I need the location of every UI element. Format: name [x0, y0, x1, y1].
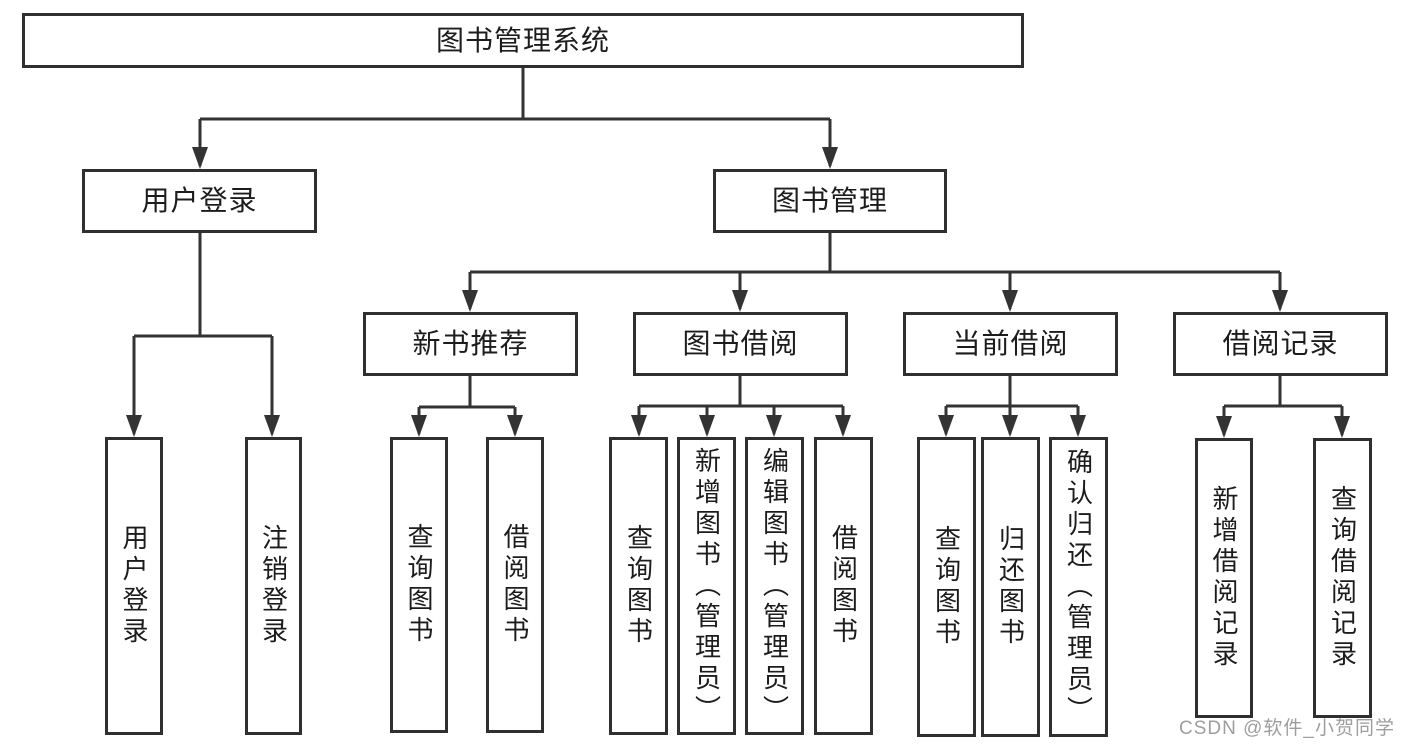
csdn-watermark: CSDN @软件_小贺同学 [1179, 718, 1395, 739]
node-current-borrow-label: 当前借阅 [952, 328, 1069, 359]
leaf-borrow-borrow-books: 借阅图书 [814, 437, 873, 735]
leaf-current-confirm-return-admin: 确认归还（管理员） [1049, 437, 1108, 737]
leaf-records-add-record: 新增借阅记录 [1195, 438, 1253, 718]
leaf-records-query-record-label: 查询借阅记录 [1327, 485, 1358, 671]
leaf-newbook-query-books: 查询图书 [390, 437, 448, 733]
leaf-borrow-query-books-label: 查询图书 [623, 524, 654, 648]
node-new-book-recommend: 新书推荐 [363, 312, 578, 376]
leaf-user-login-label: 用户登录 [119, 524, 149, 648]
node-new-book-recommend-label: 新书推荐 [412, 328, 529, 359]
leaf-current-confirm-return-admin-label: 确认归还（管理员） [1063, 447, 1094, 727]
node-book-management: 图书管理 [713, 169, 947, 233]
leaf-logout: 注销登录 [245, 437, 302, 735]
leaf-borrow-query-books: 查询图书 [609, 437, 668, 735]
leaf-current-return-books-label: 归还图书 [995, 525, 1026, 649]
node-borrow-records: 借阅记录 [1173, 312, 1388, 376]
arrowheads [126, 147, 1350, 438]
node-root: 图书管理系统 [22, 13, 1024, 68]
leaf-records-query-record: 查询借阅记录 [1313, 438, 1372, 718]
leaf-current-return-books: 归还图书 [981, 437, 1040, 737]
leaf-borrow-edit-books-admin: 编辑图书（管理员） [745, 437, 804, 735]
leaf-newbook-borrow-books-label: 借阅图书 [500, 523, 530, 647]
leaf-borrow-edit-books-admin-label: 编辑图书（管理员） [759, 446, 790, 726]
node-book-borrow: 图书借阅 [633, 312, 848, 376]
node-book-borrow-label: 图书借阅 [682, 328, 799, 359]
leaf-user-login: 用户登录 [105, 437, 163, 735]
node-user-login-label: 用户登录 [141, 185, 258, 216]
node-book-management-label: 图书管理 [771, 185, 888, 216]
node-current-borrow: 当前借阅 [903, 312, 1118, 376]
leaf-newbook-borrow-books: 借阅图书 [486, 437, 544, 733]
node-borrow-records-label: 借阅记录 [1222, 328, 1339, 359]
leaf-current-query-books: 查询图书 [917, 437, 976, 737]
node-root-label: 图书管理系统 [435, 24, 610, 56]
leaf-borrow-borrow-books-label: 借阅图书 [828, 524, 859, 648]
leaf-borrow-add-books-admin-label: 新增图书（管理员） [691, 446, 722, 726]
node-user-login: 用户登录 [82, 169, 317, 233]
leaf-borrow-add-books-admin: 新增图书（管理员） [677, 437, 736, 735]
leaf-current-query-books-label: 查询图书 [931, 525, 962, 649]
leaf-records-add-record-label: 新增借阅记录 [1209, 485, 1239, 671]
leaf-newbook-query-books-label: 查询图书 [404, 523, 434, 647]
leaf-logout-label: 注销登录 [258, 524, 289, 648]
